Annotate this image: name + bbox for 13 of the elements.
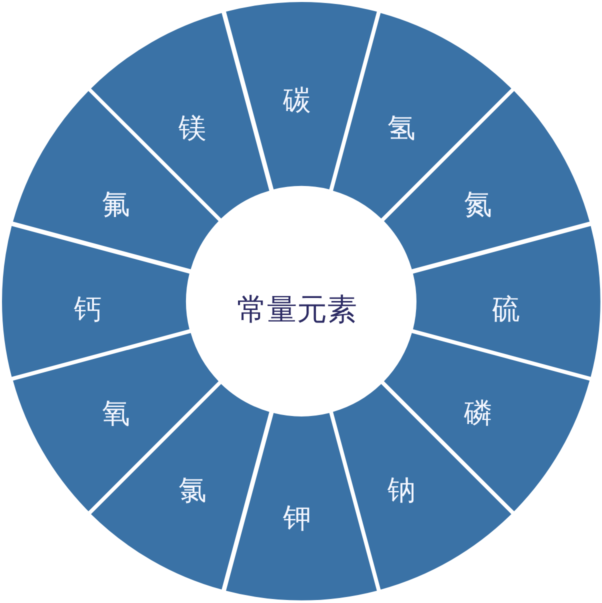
element-label: 钾 (282, 504, 311, 534)
element-label: 镁 (178, 114, 206, 144)
element-label: 碳 (282, 86, 311, 116)
element-label: 氢 (387, 114, 416, 144)
element-label: 硫 (492, 294, 520, 326)
element-label: 钠 (387, 476, 416, 506)
element-label: 氮 (464, 190, 492, 221)
element-label: 磷 (464, 399, 492, 430)
element-label: 氯 (178, 476, 206, 506)
element-label: 氧 (102, 399, 130, 430)
element-label: 氟 (102, 190, 130, 221)
element-label: 钙 (74, 294, 102, 326)
center-title: 常量元素 (237, 294, 357, 326)
